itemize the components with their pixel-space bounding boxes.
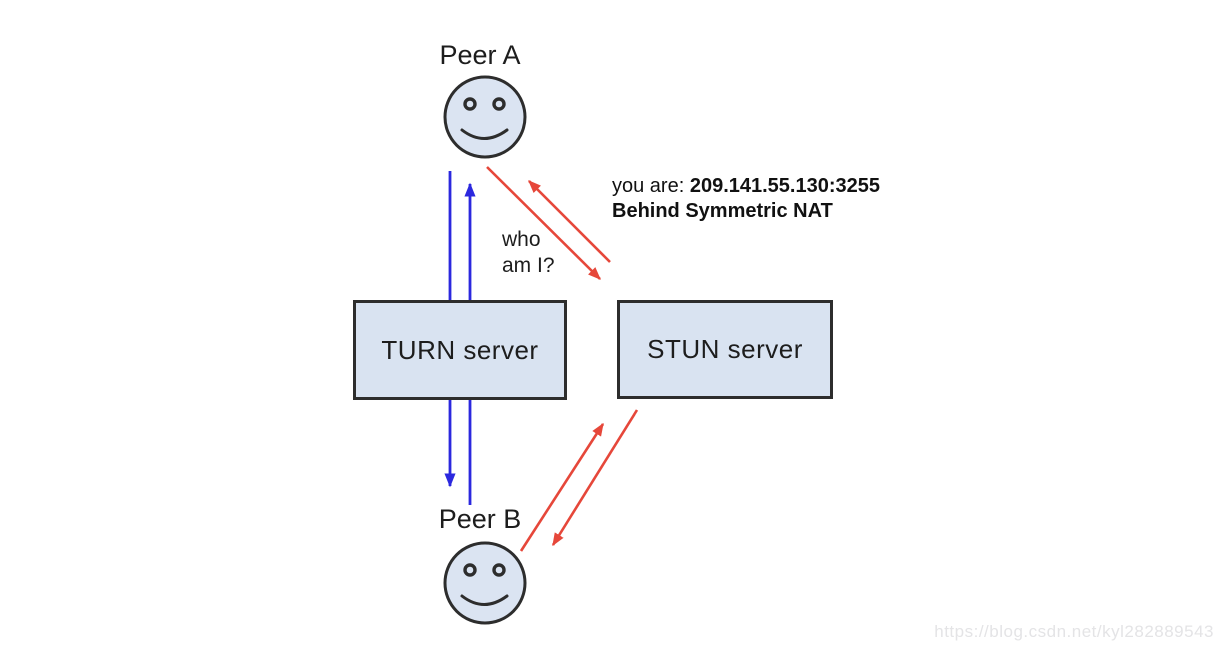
stun-request-arrow-peer-a <box>486 166 601 280</box>
stun-response-arrow-peer-b <box>551 409 639 547</box>
stun-server-node: STUN server <box>617 300 833 399</box>
peer-b-label: Peer B <box>438 504 522 534</box>
stun-answer-address: 209.141.55.130:3255 <box>689 175 881 197</box>
stun-answer-nat: Behind Symmetric NAT <box>612 200 833 222</box>
watermark-text: https://blog.csdn.net/kyl282889543 <box>934 622 1214 641</box>
stun-request-arrow-peer-b <box>519 422 605 552</box>
peer-a-label: Peer A <box>439 40 521 70</box>
peer-b-face-icon <box>443 541 527 625</box>
stun-answer-line1: you are: 209.141.55.130:3255 <box>612 174 880 199</box>
turn-server-label: TURN server <box>381 334 539 365</box>
peer-a-face-icon <box>443 75 527 159</box>
stun-server-label: STUN server <box>647 334 803 364</box>
who-am-i-annotation: who am I? <box>502 227 555 279</box>
stun-response-arrow-peer-a <box>528 180 611 263</box>
turn-server-node: TURN server <box>353 300 567 400</box>
stun-answer-annotation: you are: 209.141.55.130:3255 Behind Symm… <box>612 174 880 224</box>
who-am-i-line2: am I? <box>502 254 555 277</box>
stun-answer-prefix: you are: <box>612 175 690 197</box>
who-am-i-line1: who <box>502 228 541 251</box>
